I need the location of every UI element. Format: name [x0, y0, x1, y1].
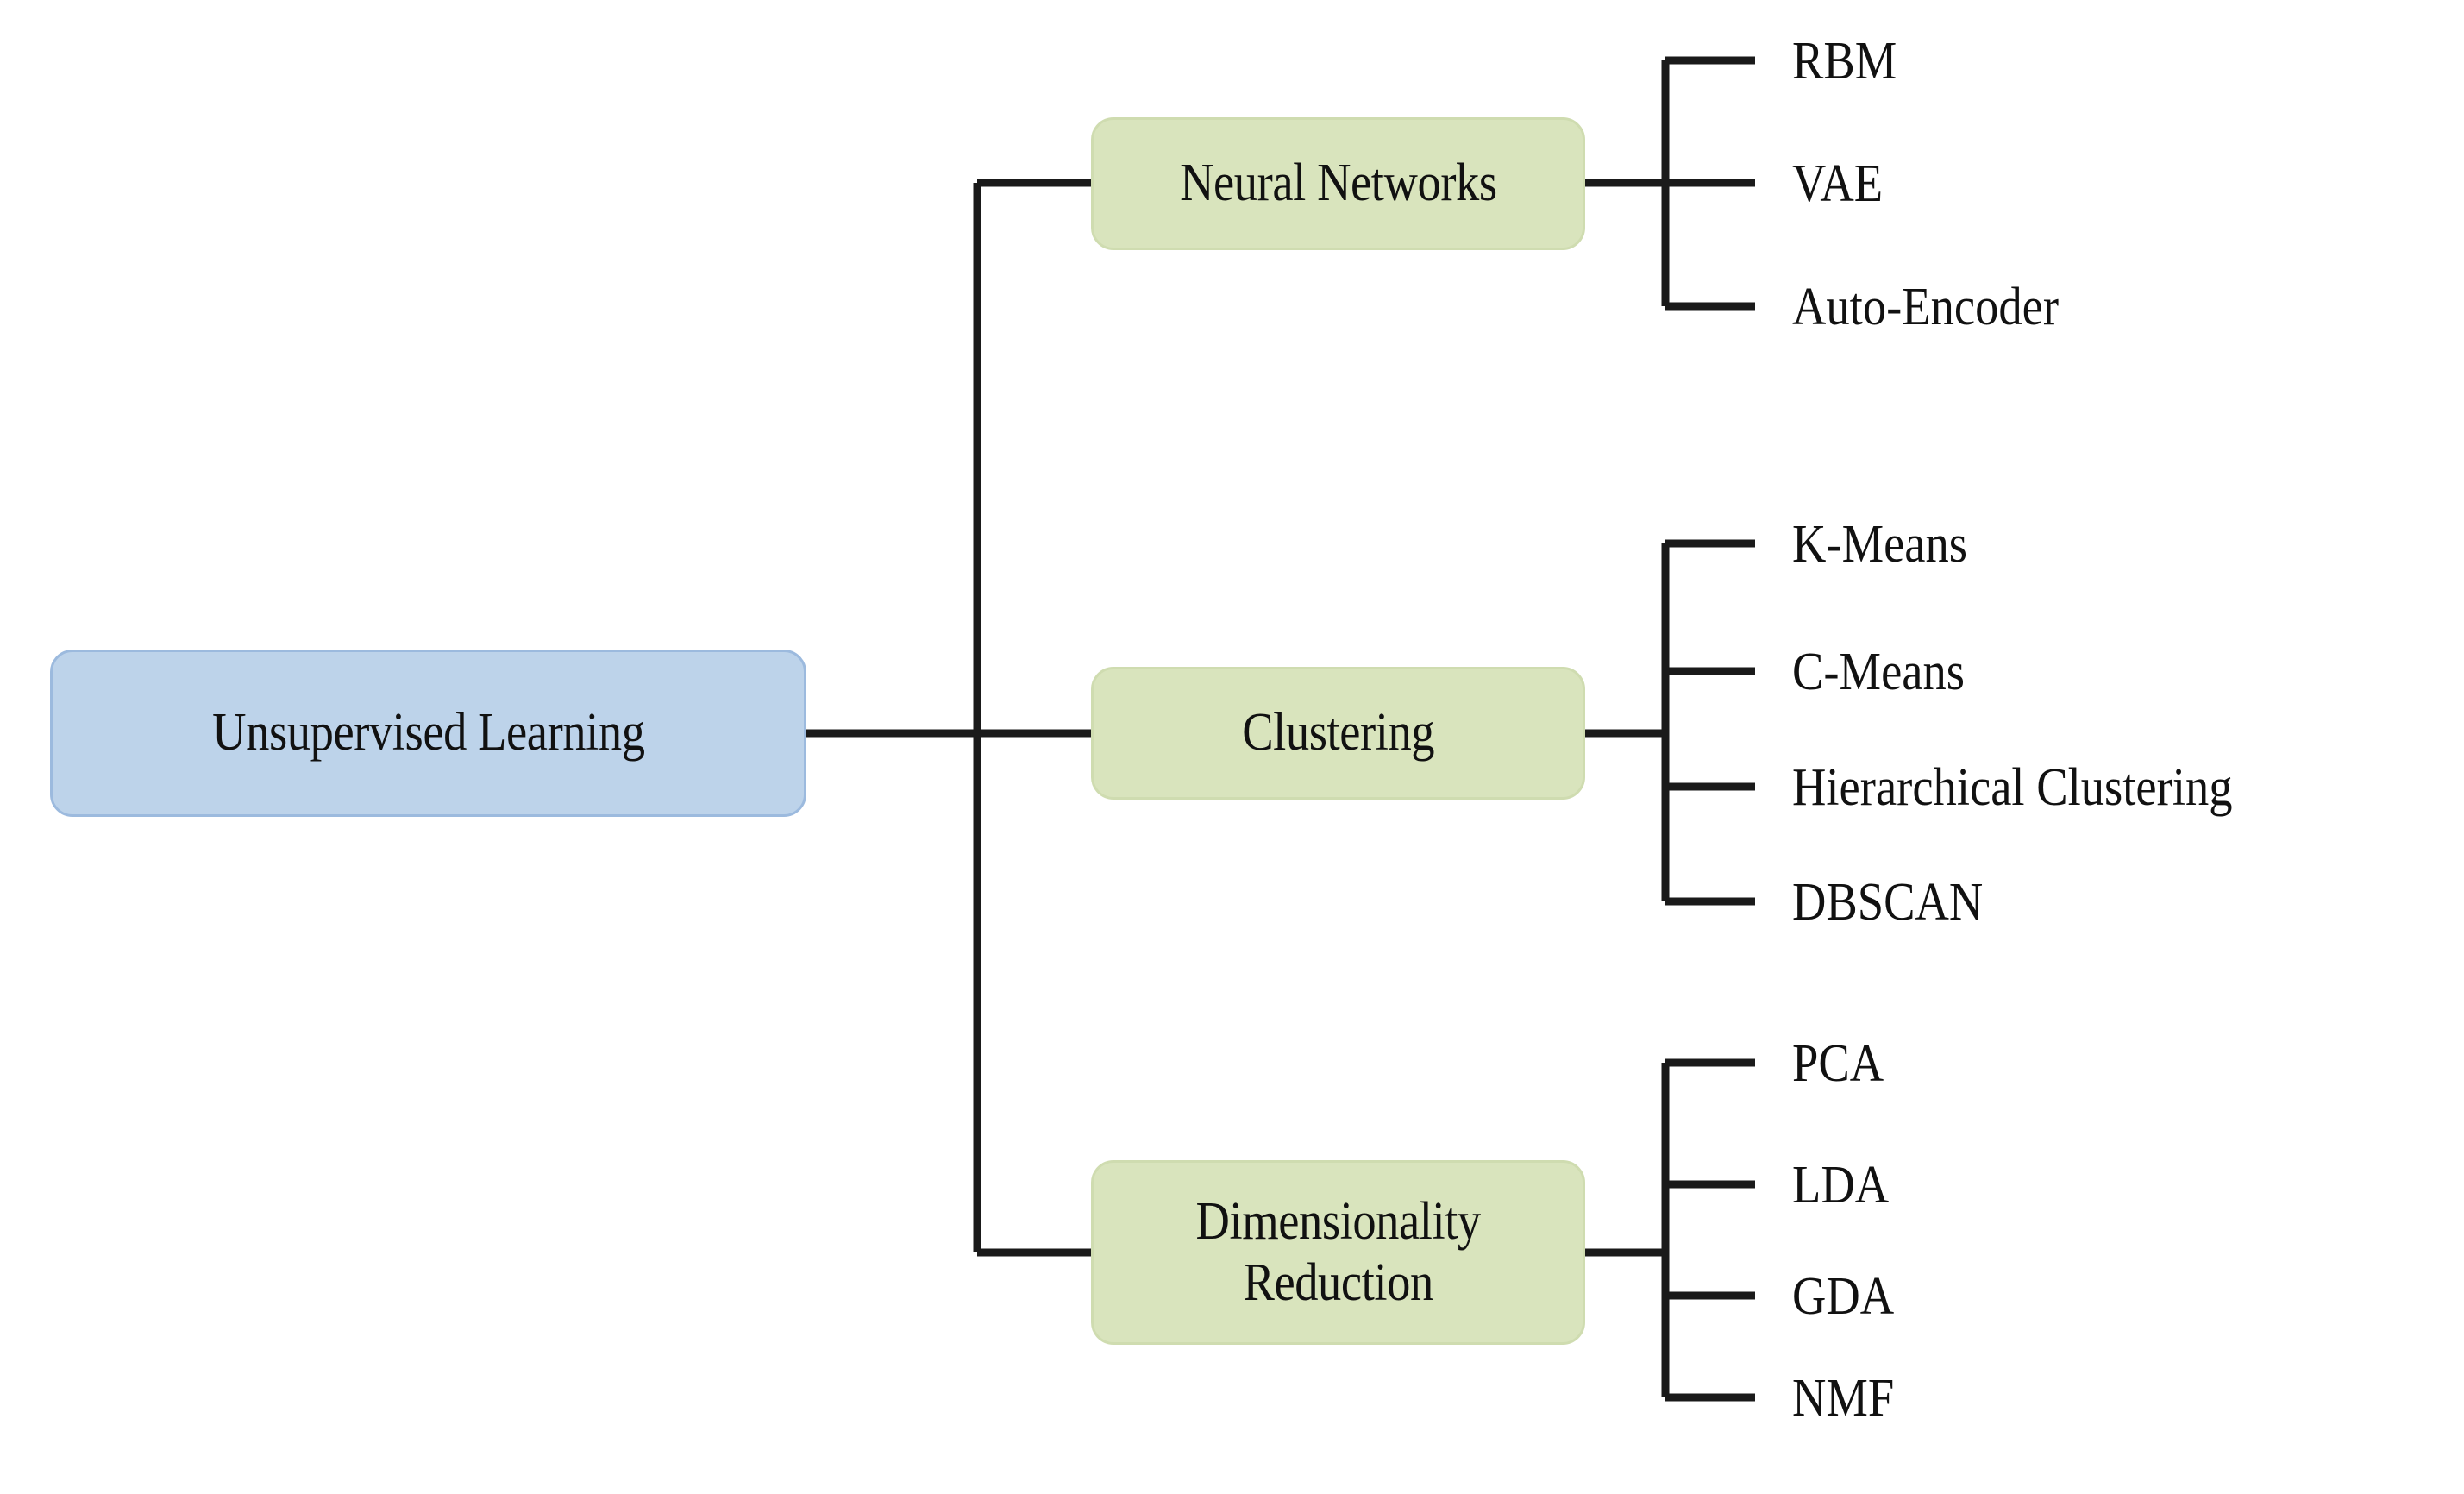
leaf-auto-encoder[interactable]: Auto-Encoder	[1792, 278, 2060, 336]
leaf-vae[interactable]: VAE	[1792, 154, 1884, 213]
leaf-hierarchical-clustering[interactable]: Hierarchical Clustering	[1792, 758, 2233, 817]
node-unsupervised-learning[interactable]: Unsupervised Learning	[50, 650, 806, 817]
leaf-rbm[interactable]: RBM	[1792, 32, 1897, 91]
node-label-neural-networks: Neural Networks	[1179, 154, 1497, 213]
leaf-pca[interactable]: PCA	[1792, 1034, 1884, 1093]
node-label-dimensionality-reduction: Dimensionality Reduction	[1195, 1191, 1481, 1313]
leaf-c-means[interactable]: C-Means	[1792, 643, 1966, 701]
leaf-nmf[interactable]: NMF	[1792, 1369, 1895, 1428]
leaf-k-means[interactable]: K-Means	[1792, 515, 1968, 574]
node-clustering[interactable]: Clustering	[1091, 667, 1585, 800]
node-dimensionality-reduction[interactable]: Dimensionality Reduction	[1091, 1160, 1585, 1345]
node-label-dimensionality-reduction-line1: Dimensionality	[1195, 1192, 1481, 1252]
node-neural-networks[interactable]: Neural Networks	[1091, 117, 1585, 250]
node-label-root: Unsupervised Learning	[211, 703, 645, 763]
leaf-dbscan[interactable]: DBSCAN	[1792, 873, 1984, 932]
node-label-clustering: Clustering	[1242, 703, 1434, 763]
node-label-dimensionality-reduction-line2: Reduction	[1243, 1253, 1433, 1312]
leaf-gda[interactable]: GDA	[1792, 1267, 1895, 1326]
leaf-lda[interactable]: LDA	[1792, 1156, 1890, 1215]
